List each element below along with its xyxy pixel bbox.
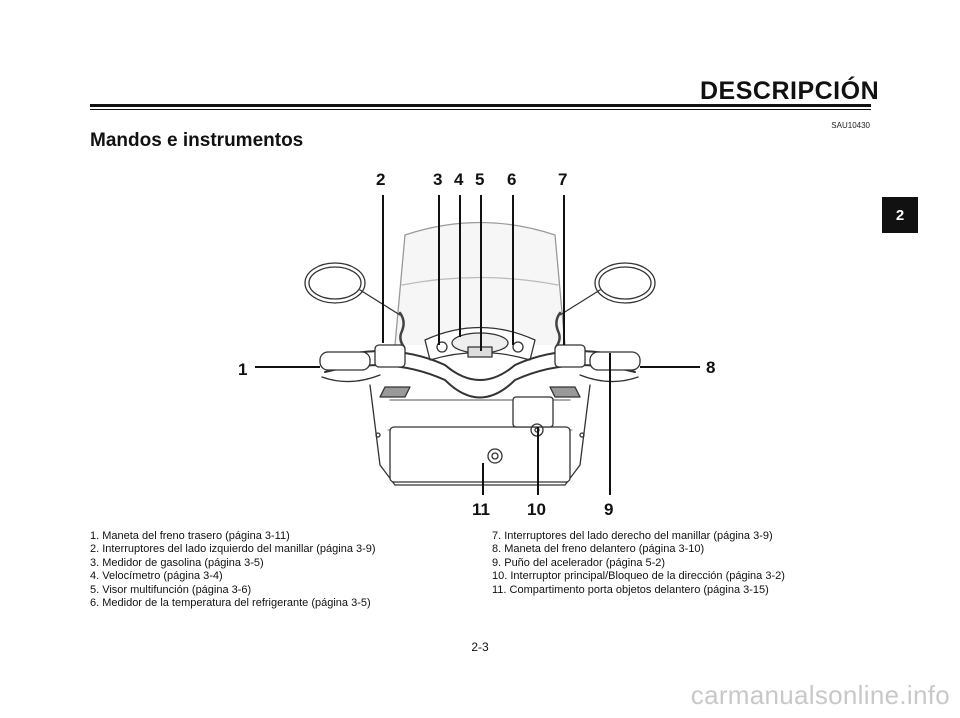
document-code: SAU10430 xyxy=(831,121,870,130)
callout-7: 7 xyxy=(558,170,567,189)
legend-right: 7. Interruptores del lado derecho del ma… xyxy=(492,530,785,597)
scooter-controls-illustration: 2 3 4 5 6 7 1 8 9 10 11 xyxy=(238,170,715,519)
callout-10: 10 xyxy=(527,500,546,519)
watermark: carmanualsonline.info xyxy=(690,680,950,710)
chapter-tab[interactable]: 2 xyxy=(882,197,918,233)
legend-item: 9. Puño del acelerador (página 5-2) xyxy=(492,556,666,569)
callout-8: 8 xyxy=(706,358,715,377)
page-number: 2-3 xyxy=(471,640,489,654)
callout-6: 6 xyxy=(507,170,516,189)
callout-11: 11 xyxy=(472,500,490,519)
page-heading: Mandos e instrumentos xyxy=(90,130,304,151)
callout-4: 4 xyxy=(454,170,464,189)
legend-item: 1. Maneta del freno trasero (página 3-11… xyxy=(90,530,290,542)
callout-5: 5 xyxy=(475,170,484,189)
legend-item: 11. Compartimento porta objetos delanter… xyxy=(492,583,769,596)
callout-9: 9 xyxy=(604,500,613,519)
legend-item: 8. Maneta del freno delantero (página 3-… xyxy=(492,543,705,556)
callout-3: 3 xyxy=(433,170,442,189)
legend-item: 3. Medidor de gasolina (página 3-5) xyxy=(90,556,264,569)
callout-1: 1 xyxy=(238,360,247,379)
section-title: DESCRIPCIÓN xyxy=(700,77,880,105)
legend-item: 5. Visor multifunción (página 3-6) xyxy=(90,583,252,596)
header-rule xyxy=(90,104,871,107)
legend-left: 1. Maneta del freno trasero (página 3-11… xyxy=(90,530,376,610)
legend-item: 2. Interruptores del lado izquierdo del … xyxy=(90,543,376,556)
header-rule-thin xyxy=(90,109,871,110)
callout-2: 2 xyxy=(376,170,385,189)
legend-item: 10. Interruptor principal/Bloqueo de la … xyxy=(492,570,785,583)
legend-item: 6. Medidor de la temperatura del refrige… xyxy=(90,597,371,610)
legend-item: 7. Interruptores del lado derecho del ma… xyxy=(492,530,773,542)
legend-item: 4. Velocímetro (página 3-4) xyxy=(90,570,223,583)
